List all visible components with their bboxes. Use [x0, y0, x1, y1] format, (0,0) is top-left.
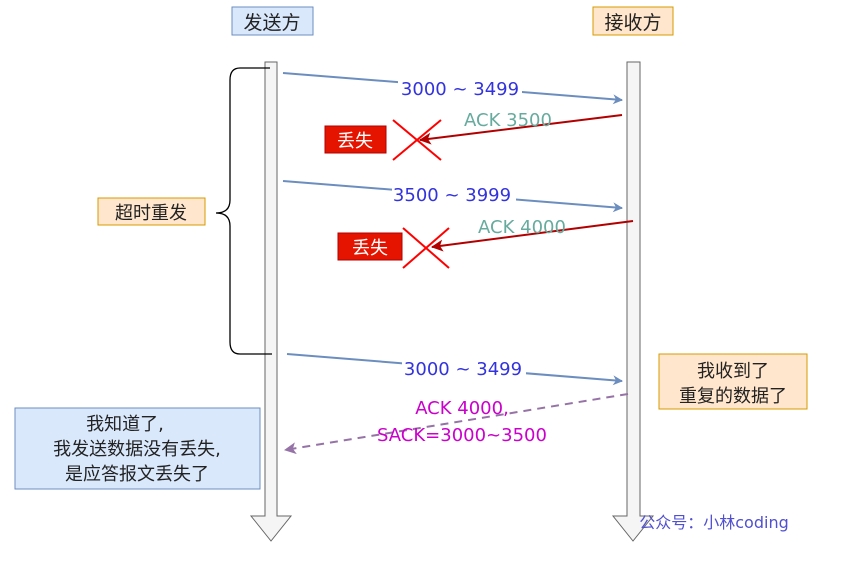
sack-arrow: [284, 393, 629, 455]
svg-text:我收到了: 我收到了: [697, 361, 769, 382]
svg-text:丢失: 丢失: [337, 131, 373, 152]
watermark: 公众号：小林coding: [639, 513, 789, 532]
receiver-note: 我收到了 重复的数据了: [658, 353, 808, 410]
receiver-lifeline: [611, 61, 655, 542]
svg-text:我发送数据没有丢失,: 我发送数据没有丢失,: [53, 439, 221, 460]
sack-label-line2: SACK=3000~3500: [377, 425, 547, 446]
timeout-brace: [215, 67, 272, 355]
lost-cross-icon-2: [402, 227, 450, 269]
ack-arrow-1: [419, 114, 623, 145]
lost-cross-icon-1: [392, 119, 442, 161]
timeout-label: 超时重发: [115, 203, 187, 224]
data-label-2: 3500 ~ 3999: [393, 185, 511, 206]
ack-label-2: ACK 4000: [478, 217, 566, 238]
receiver-label: 接收方: [604, 12, 661, 34]
ack-label-1: ACK 3500: [464, 110, 552, 131]
svg-text:重复的数据了: 重复的数据了: [679, 386, 787, 407]
svg-text:是应答报文丢失了: 是应答报文丢失了: [65, 464, 209, 485]
data-label-1: 3000 ~ 3499: [401, 79, 519, 100]
ack-arrow-2: [431, 220, 634, 252]
sender-note: 我知道了, 我发送数据没有丢失, 是应答报文丢失了: [14, 407, 261, 490]
lost-badge-2: 丢失: [337, 232, 403, 261]
lost-badge-1: 丢失: [324, 125, 387, 154]
sack-label-line1: ACK 4000,: [415, 398, 509, 419]
sender-lifeline: [249, 61, 293, 542]
data-label-3: 3000 ~ 3499: [404, 359, 522, 380]
timeout-label-box: 超时重发: [97, 197, 206, 226]
svg-text:我知道了,: 我知道了,: [86, 414, 164, 435]
svg-text:丢失: 丢失: [352, 238, 388, 259]
sender-label: 发送方: [243, 12, 300, 34]
sender-header: 发送方: [231, 6, 314, 36]
receiver-header: 接收方: [592, 6, 674, 36]
